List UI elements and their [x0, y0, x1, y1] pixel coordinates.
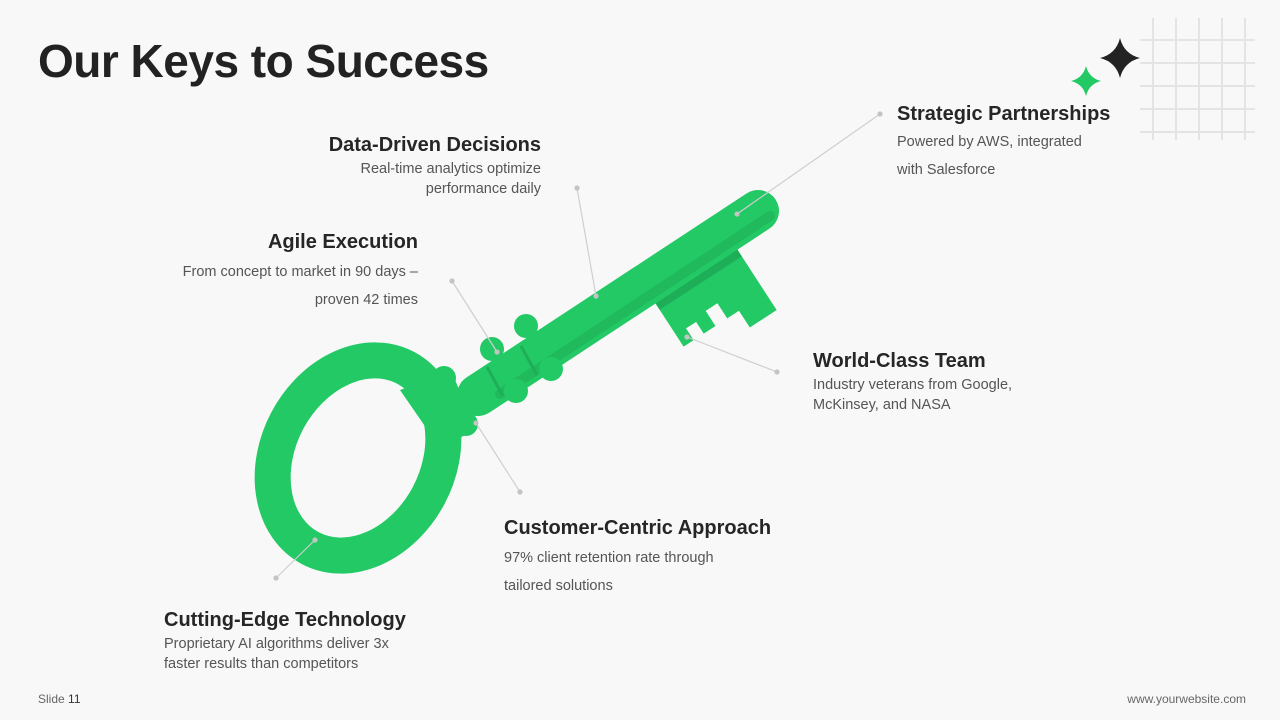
- callout-text-line: faster results than competitors: [164, 656, 359, 672]
- callout-data-driven-decisions: Data-Driven Decisions Real-time analytic…: [329, 134, 541, 199]
- callout-title: Data-Driven Decisions: [328, 134, 541, 156]
- callout-agile-execution: Agile Execution From concept to market i…: [183, 231, 418, 314]
- callout-text-line: with Salesforce: [897, 162, 996, 178]
- callout-text-line: Industry veterans from Google,: [813, 377, 1013, 393]
- callout-title: Strategic Partnerships: [897, 103, 1111, 125]
- callout-text-line: McKinsey, and NASA: [813, 397, 951, 413]
- slide-number: Slide 11: [38, 692, 81, 706]
- callout-text-line: Real-time analytics optimize: [360, 161, 541, 177]
- callout-title: World-Class Team: [813, 350, 986, 372]
- sparkle-star-green-icon: [1071, 66, 1101, 96]
- slide-title: Our Keys to Success: [38, 35, 489, 87]
- slide-label: Slide: [38, 692, 65, 706]
- callout-title: Agile Execution: [267, 231, 418, 253]
- callout-cutting-edge-technology: Cutting-Edge Technology Proprietary AI a…: [164, 609, 406, 674]
- sparkle-star-dark-icon: [1100, 38, 1140, 78]
- slide-number-value: 11: [68, 692, 81, 706]
- callout-customer-centric-approach: Customer-Centric Approach 97% client ret…: [504, 517, 771, 600]
- callout-strategic-partnerships: Strategic Partnerships Powered by AWS, i…: [897, 103, 1110, 184]
- callout-text-line: tailored solutions: [504, 578, 613, 594]
- callout-text-line: Powered by AWS, integrated: [897, 134, 1082, 150]
- website-link[interactable]: www.yourwebsite.com: [1127, 692, 1246, 706]
- leader-lines: [273, 111, 883, 581]
- grid-pattern: [1140, 18, 1255, 140]
- callout-text-line: 97% client retention rate through: [504, 550, 714, 566]
- callout-text-line: performance daily: [425, 181, 541, 197]
- callout-text-line: Proprietary AI algorithms deliver 3x: [164, 636, 389, 652]
- callout-text-line: proven 42 times: [314, 292, 418, 308]
- callout-world-class-team: World-Class Team Industry veterans from …: [813, 350, 1012, 415]
- callout-title: Customer-Centric Approach: [504, 517, 772, 539]
- callout-text-line: From concept to market in 90 days –: [182, 264, 418, 280]
- key-shape: [254, 190, 779, 574]
- callout-title: Cutting-Edge Technology: [164, 609, 406, 631]
